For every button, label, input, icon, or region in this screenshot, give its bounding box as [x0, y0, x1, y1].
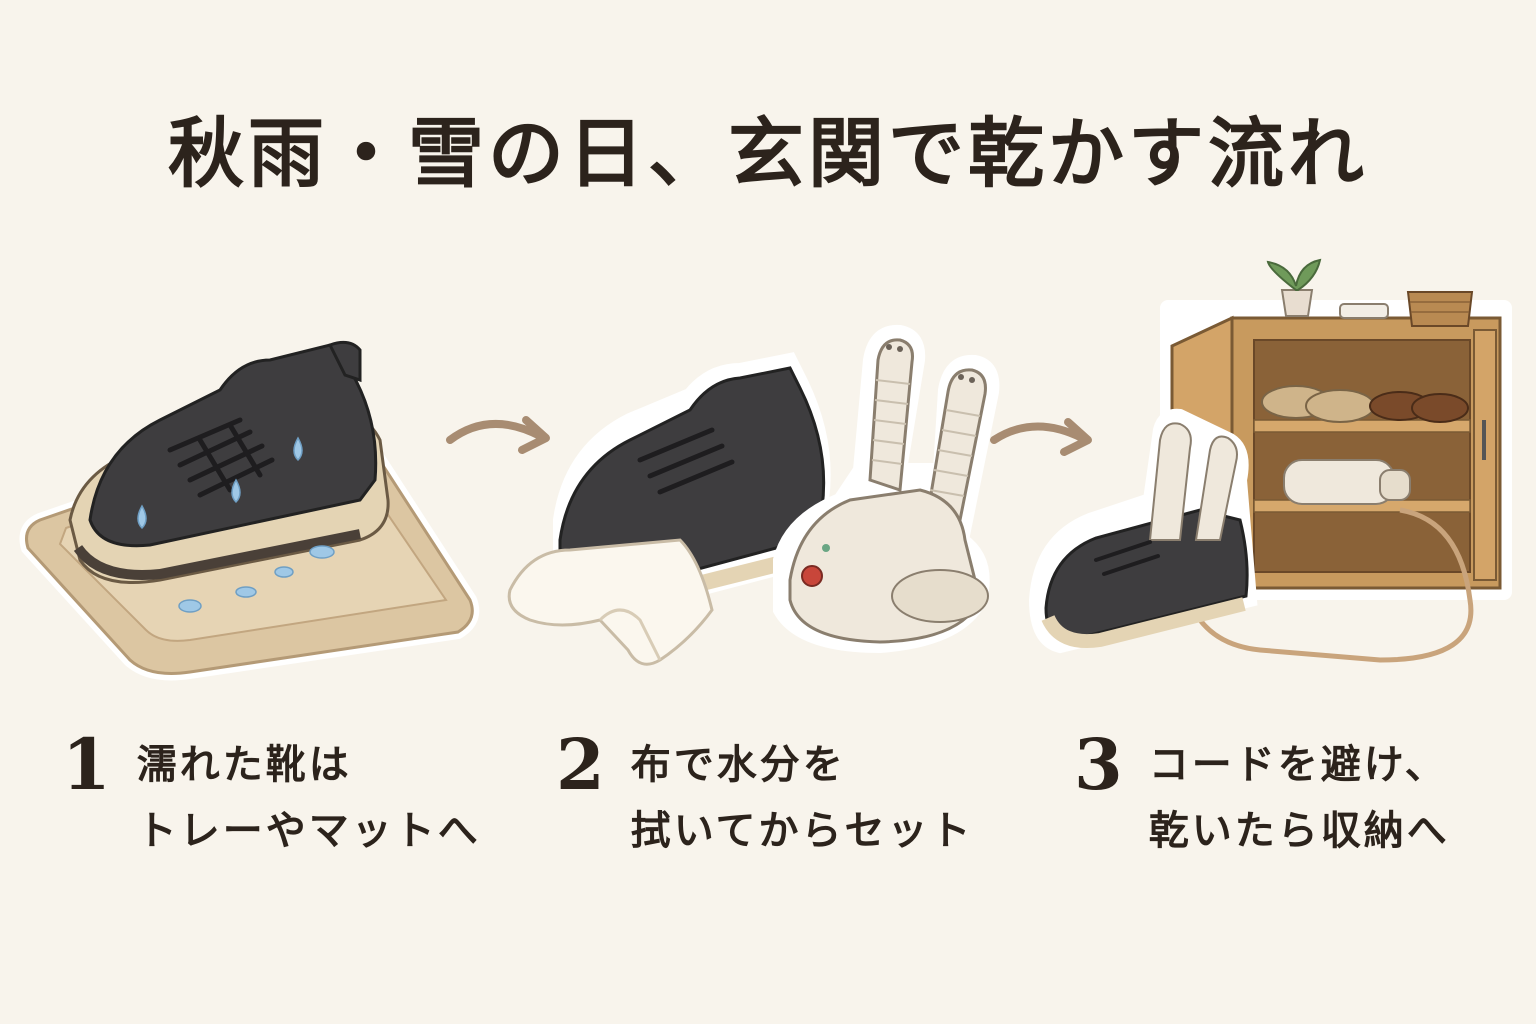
towel-icon: [507, 538, 714, 666]
step-number: 3: [1074, 723, 1123, 806]
step-description: 濡れた靴は トレーやマットへ: [137, 730, 481, 864]
arrow-right-icon: [990, 418, 1092, 456]
arrow-right-icon: [446, 416, 550, 454]
step-number: 1: [62, 723, 111, 806]
shoe-icon: [1028, 408, 1258, 654]
step-line: 布で水分を: [630, 741, 846, 788]
step-1: 1 濡れた靴は トレーやマットへ: [62, 730, 481, 864]
power-cord-icon: [1198, 507, 1474, 663]
plant-icon: [1266, 258, 1322, 317]
step-description: コードを避け、 乾いたら収納へ: [1149, 730, 1450, 864]
step-line: 拭いてからセット: [630, 807, 974, 854]
wet-shoe-on-tray-icon: [19, 340, 480, 681]
page-title: 秋雨・雪の日、玄関で乾かす流れ: [168, 109, 1368, 198]
step-description: 布で水分を 拭いてからセット: [631, 730, 974, 864]
step-line: コードを避け、: [1148, 741, 1448, 788]
step-line: 乾いたら収納へ: [1148, 807, 1450, 854]
step-line: 濡れた靴は: [136, 741, 352, 788]
step-2: 2 布で水分を 拭いてからセット: [556, 730, 974, 864]
shoe-dryer-icon: [773, 324, 1000, 654]
basket-icon: [1339, 291, 1474, 327]
step-line: トレーやマットへ: [136, 807, 481, 854]
step-number: 2: [556, 723, 605, 806]
step-3: 3 コードを避け、 乾いたら収納へ: [1074, 730, 1450, 864]
